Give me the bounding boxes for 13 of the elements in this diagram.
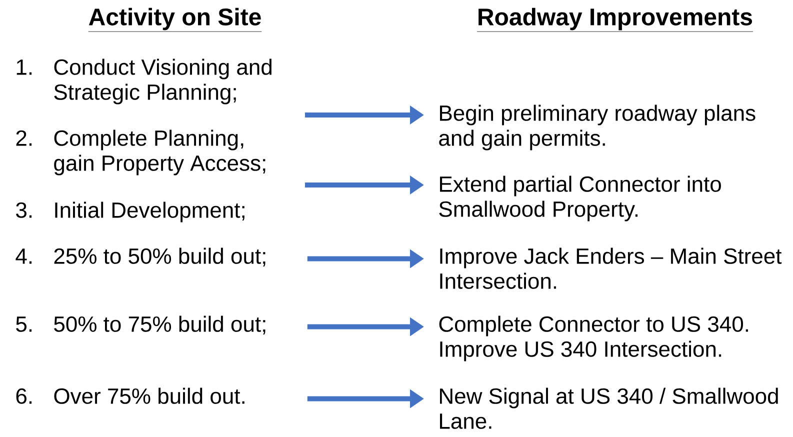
list-item: 2. Complete Planning, gain Property Access;: [16, 130, 266, 176]
improvement-text: New Signal at US 340 / Smallwood Lane.: [440, 388, 778, 429]
list-item: 4. 25% to 50% build out;: [16, 248, 266, 266]
column-heading: Roadway Improvements: [476, 8, 754, 32]
list-item: 3. Initial Development;: [16, 202, 244, 222]
list-item: 1. Conduct Visioning and Strategic Planning;: [16, 58, 272, 104]
improvement-text: Improve Jack Enders – Main Street Intersection.: [440, 248, 782, 289]
improvement-text: Begin preliminary roadway plans and gain permits.: [439, 104, 756, 150]
list-item: 6. Over 75% build out.: [16, 388, 244, 404]
improvement-text: Extend partial Connector into Smallwood Property.: [439, 176, 721, 222]
column-heading: Activity on Site: [88, 8, 262, 32]
improvement-text: Complete Connector to US 340. Improve US 340 Intersection.: [439, 316, 748, 362]
list-item: 5. 50% to 75% build out;: [16, 316, 266, 335]
